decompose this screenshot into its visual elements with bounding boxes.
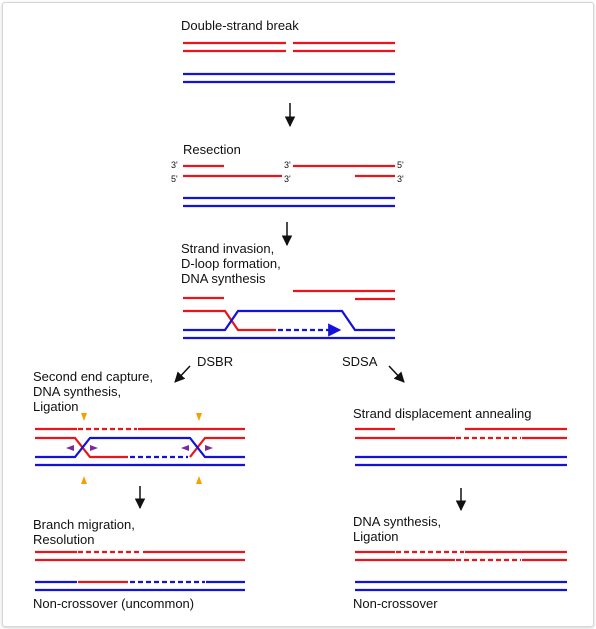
- label-branch-migration: Branch migration,: [33, 517, 135, 532]
- capture-blue-strands: [35, 436, 245, 467]
- label-strand-invasion: Strand invasion,: [181, 241, 274, 256]
- stage-resection: Resection 3' 5' 3' 3' 5' 3': [171, 142, 404, 247]
- end-label: 3': [397, 174, 404, 184]
- label-double-strand-break: Double-strand break: [181, 18, 299, 33]
- label-second-end-capture: Second end capture,: [33, 369, 153, 384]
- label-ligation: Ligation: [353, 529, 399, 544]
- arrow-branch-sdsa: [388, 365, 405, 383]
- resection-red-strands: [183, 164, 395, 178]
- arrow-branch-dsbr: [174, 365, 191, 383]
- label-sdsa: SDSA: [342, 354, 378, 369]
- label-non-crossover-uncommon: Non-crossover (uncommon): [33, 596, 194, 611]
- dsb-red-duplex: [183, 41, 395, 53]
- stage-double-strand-break: Double-strand break: [181, 18, 395, 128]
- dsb-blue-duplex: [183, 72, 395, 84]
- sdsa-blue-duplex: [355, 455, 567, 467]
- invasion-blue-strands: [183, 309, 395, 340]
- cleavage-markers-orange: [81, 413, 202, 484]
- sdsa-final-red-strands: [355, 550, 567, 562]
- branch-blue-strands: [35, 580, 245, 592]
- label-resection: Resection: [183, 142, 241, 157]
- sdsa-final-blue-duplex: [355, 580, 567, 592]
- label-ligation: Ligation: [33, 399, 79, 414]
- end-label: 3': [171, 160, 178, 170]
- cleavage-markers-purple: [66, 445, 213, 451]
- end-label: 5': [397, 160, 404, 170]
- label-non-crossover: Non-crossover: [353, 596, 438, 611]
- stage-sdsa-ligation: DNA synthesis, Ligation Non-crossover: [353, 514, 567, 611]
- stage-strand-invasion: Strand invasion, D-loop formation, DNA s…: [181, 241, 395, 340]
- label-d-loop-formation: D-loop formation,: [181, 256, 281, 271]
- end-label: 5': [171, 174, 178, 184]
- label-dsbr: DSBR: [197, 354, 233, 369]
- stage-second-end-capture: Second end capture, DNA synthesis, Ligat…: [33, 369, 245, 510]
- capture-red-strands: [35, 427, 245, 459]
- stage-strand-displacement: Strand displacement annealing: [353, 406, 567, 512]
- sdsa-red-strands: [355, 427, 567, 440]
- stage-branch-migration: Branch migration, Resolution Non-crossov…: [33, 517, 245, 611]
- end-label: 3': [284, 160, 291, 170]
- branch-red-strands: [35, 550, 245, 584]
- label-dna-synthesis: DNA synthesis,: [33, 384, 121, 399]
- label-dna-synthesis: DNA synthesis: [181, 271, 266, 286]
- label-strand-displacement-annealing: Strand displacement annealing: [353, 406, 532, 421]
- end-label: 3': [284, 174, 291, 184]
- resection-blue-duplex: [183, 196, 395, 208]
- label-dna-synthesis: DNA synthesis,: [353, 514, 441, 529]
- label-resolution: Resolution: [33, 532, 94, 547]
